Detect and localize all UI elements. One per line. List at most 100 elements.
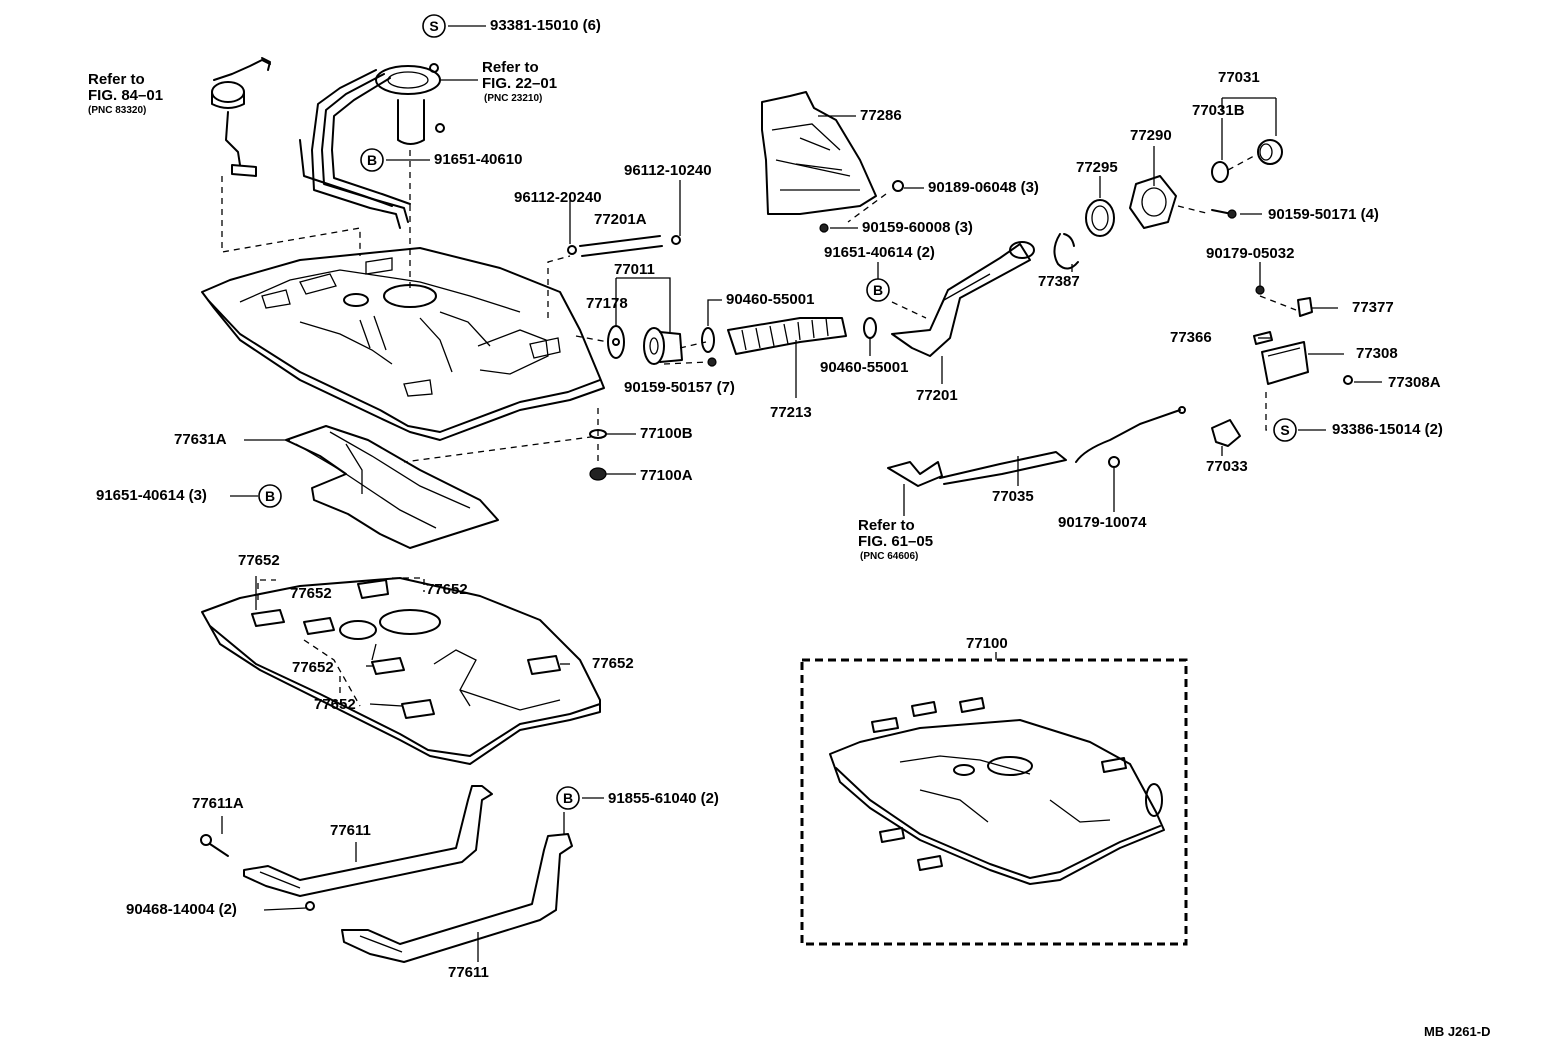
label-90179-05032: 90179-05032 [1206, 245, 1295, 262]
svg-text:B: B [265, 488, 275, 504]
label-90189-06048: 90189-06048 (3) [928, 179, 1039, 196]
label-77011: 77011 [614, 261, 655, 278]
cap-bracket-leader [1221, 97, 1277, 136]
cap-77031-drawing [1257, 139, 1283, 165]
sender-dashed-leader [221, 176, 361, 256]
label-77308A: 77308A [1388, 374, 1441, 391]
label-77652-b: 77652 [290, 585, 332, 602]
tank-assy-drawing [829, 697, 1165, 885]
svg-text:B: B [367, 152, 377, 168]
label-77652-c: 77652 [426, 581, 468, 598]
badge-s-93386: S [1273, 418, 1297, 442]
label-91651-40614-2: 91651-40614 (2) [824, 244, 935, 261]
ref-fig-22-01-line2: FIG. 22–01 [482, 75, 558, 92]
label-77178: 77178 [586, 295, 628, 312]
ref-fig-61-05-line2: FIG. 61–05 [858, 533, 934, 550]
label-77213: 77213 [770, 404, 812, 421]
label-77286: 77286 [860, 107, 902, 124]
label-90460-55001-b: 90460-55001 [820, 359, 909, 376]
base-dashed-leader [1177, 205, 1211, 215]
main-fuel-tank-drawing [201, 247, 605, 441]
filler-pipe-77201-drawing [891, 241, 1035, 357]
svg-text:S: S [429, 18, 438, 34]
badge-b-91651-40614-3: B [258, 484, 282, 508]
screw-90159-50157-drawing [707, 357, 717, 367]
nut-90189-drawing [892, 180, 904, 192]
filler-hose-77213-drawing [727, 317, 847, 355]
label-77652-d: 77652 [292, 659, 334, 676]
label-96112-20240: 96112-20240 [514, 189, 602, 206]
protector-77631A-drawing [285, 425, 499, 549]
ref-fig-22-01-line1: Refer to [482, 59, 539, 76]
screw-dashed-leader [663, 361, 709, 365]
label-77631A: 77631A [174, 431, 227, 448]
label-77100: 77100 [966, 635, 1008, 652]
label-77387: 77387 [1038, 273, 1080, 290]
clamp-90460-a-drawing [701, 327, 715, 353]
lid-77308-drawing [1261, 341, 1309, 385]
shield-dashed-leader [847, 193, 887, 223]
label-90179-10074: 90179-10074 [1058, 514, 1147, 531]
nut-90179-05032-drawing [1255, 285, 1265, 295]
label-77201A: 77201A [594, 211, 647, 228]
label-91855-61040: 91855-61040 (2) [608, 790, 719, 807]
tank-assy-box [800, 658, 1188, 946]
cable-77035-drawing [939, 406, 1186, 485]
label-77366: 77366 [1170, 329, 1212, 346]
ref-fig-84-01-line2: FIG. 84–01 [88, 87, 164, 104]
label-91651-40610: 91651-40610 [434, 151, 523, 168]
label-77201: 77201 [916, 387, 958, 404]
gasket-77295-drawing [1085, 199, 1115, 237]
fuel-sender-gauge-drawing [211, 57, 271, 177]
pad-tank-drawing [201, 577, 601, 765]
label-77035: 77035 [992, 488, 1034, 505]
label-77031B: 77031B [1192, 102, 1245, 119]
hose-77201A-drawing [567, 235, 681, 257]
ref-fig-84-01-pnc: (PNC 83320) [88, 105, 147, 116]
label-77033: 77033 [1206, 458, 1248, 475]
label-77652-a: 77652 [238, 552, 280, 569]
spring-77366-drawing [1253, 331, 1273, 345]
label-77290: 77290 [1130, 127, 1172, 144]
label-90468-14004: 90468-14004 (2) [126, 901, 237, 918]
badge-s-93381: S [422, 14, 446, 38]
svg-text:B: B [873, 282, 883, 298]
label-90159-60008: 90159-60008 (3) [862, 219, 973, 236]
tank-dashed-leader [403, 408, 599, 463]
label-77031: 77031 [1218, 69, 1260, 86]
pad-dashed-leader-4 [303, 639, 361, 707]
label-93386-15014: 93386-15014 (2) [1332, 421, 1443, 438]
badge-b-91651-40614-2: B [866, 278, 890, 302]
ref-fig-22-01-pnc: (PNC 23210) [484, 93, 543, 104]
label-77611-a: 77611 [330, 822, 371, 839]
label-77100A: 77100A [640, 467, 693, 484]
ring-77387-drawing [1053, 233, 1079, 270]
svg-text:B: B [563, 790, 573, 806]
band-fastener-90468-drawing [305, 901, 315, 911]
label-96112-10240: 96112-10240 [624, 162, 712, 179]
ref-fig-61-05-line1: Refer to [858, 517, 915, 534]
lid-dashed-leader [1265, 392, 1272, 431]
ref-fig-61-05-pnc: (PNC 64606) [860, 551, 919, 562]
badge-b-91651-40610: B [360, 148, 384, 172]
label-77100B: 77100B [640, 425, 693, 442]
filler-dashed-leader [891, 301, 927, 319]
tank-band-upper-drawing [243, 785, 493, 897]
hinge-77377-drawing [1297, 297, 1313, 317]
cap-dashed-leader-1 [575, 335, 609, 343]
label-90159-50157: 90159-50157 (7) [624, 379, 735, 396]
label-93381-15010: 93381-15010 (6) [490, 17, 601, 34]
nut-90179-10074-drawing [1108, 456, 1120, 468]
pad-dashed-leader-1 [257, 579, 276, 600]
cap-dashed-leader [1227, 155, 1255, 171]
lock-77033-drawing [1211, 419, 1241, 447]
hose-dashed-leader [547, 255, 571, 318]
screw-90159-50171-drawing [1211, 209, 1237, 219]
label-90460-55001-a: 90460-55001 [726, 291, 815, 308]
screw-90159-60008-drawing [819, 223, 829, 233]
fuel-pump-lines-drawing [299, 63, 445, 229]
diagram-reference-code: MB J261-D [1424, 1024, 1491, 1039]
nut-dashed-leader [1259, 295, 1297, 311]
cushion-77308A-drawing [1343, 375, 1353, 385]
